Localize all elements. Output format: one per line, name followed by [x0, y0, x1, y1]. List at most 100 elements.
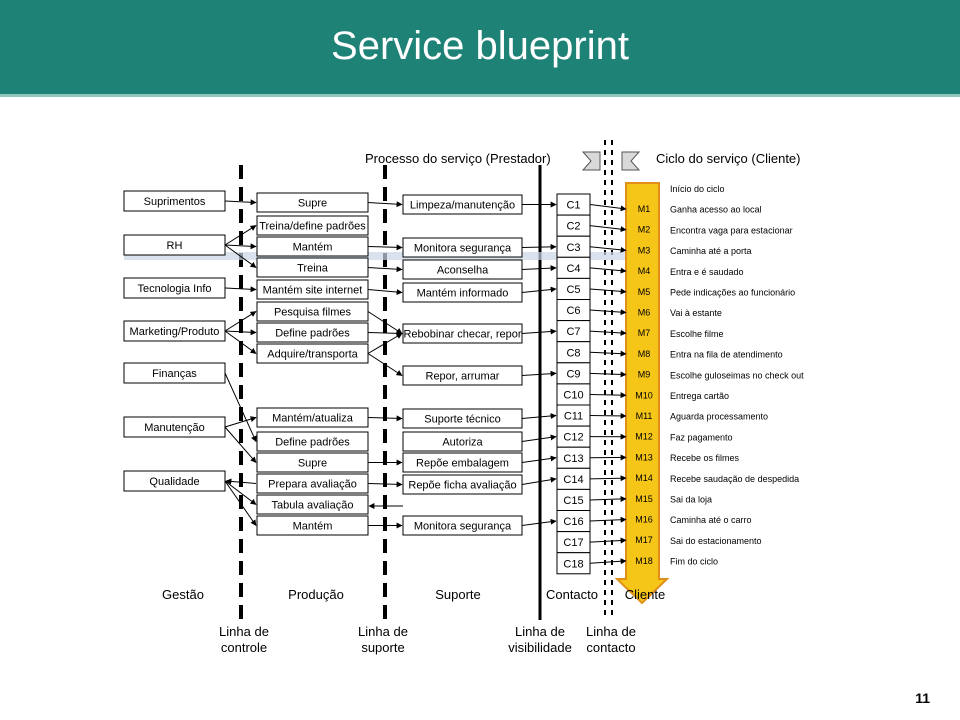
support-box-7-label: Suporte técnico [424, 414, 500, 426]
production-box-2-label: Treina/define padrões [259, 221, 366, 233]
connector-arrow-6 [224, 311, 257, 332]
connector-arrow-2 [224, 225, 257, 246]
connector-arrow-3 [224, 243, 257, 250]
contact-line-label-2: contacto [586, 640, 635, 655]
moment-11: M11 [636, 411, 653, 421]
connector-arrow-31 [521, 286, 557, 293]
support-box-9-label: Repõe embalagem [416, 458, 509, 470]
production-box-10: Define padrões [256, 431, 369, 452]
contact-box-10: C10 [556, 383, 591, 406]
cycle-step-9: Entra na fila de atendimento [670, 350, 783, 360]
contact-box-11: C11 [556, 404, 591, 427]
production-box-12-label: Prepara avaliação [268, 479, 357, 491]
connector-arrow-17 [367, 266, 403, 273]
cycle-step-18: Sai do estacionamento [670, 536, 762, 546]
connector-arrow-54 [589, 516, 627, 523]
support-box-10-label: Repõe ficha avaliação [408, 480, 516, 492]
moment-12: M12 [635, 432, 653, 442]
connector-arrow-53 [589, 495, 627, 502]
connector-arrow-32 [521, 328, 557, 335]
management-box-5: Finanças [123, 362, 226, 384]
contact-box-8: C8 [556, 341, 591, 364]
cycle-step-14: Recebe os filmes [670, 453, 740, 463]
connector-arrow-25 [367, 481, 403, 488]
connector-arrow-16 [367, 244, 403, 251]
moment-4: M4 [638, 266, 651, 276]
contact-box-1-label: C1 [566, 200, 580, 212]
connector-arrow-41 [589, 246, 627, 253]
cycle-step-8: Escolhe filme [670, 329, 724, 339]
production-box-2: Treina/define padrões [256, 215, 369, 236]
connector-arrow-22 [367, 353, 403, 376]
title-banner [0, 0, 960, 97]
contact-box-17: C17 [556, 531, 591, 554]
connector-arrow-56 [589, 558, 627, 565]
production-box-13: Tabula avaliação [256, 494, 369, 515]
contact-box-9-label: C9 [566, 368, 580, 380]
connector-arrow-1 [224, 199, 257, 206]
production-box-10-box [256, 431, 369, 452]
moment-10: M10 [635, 390, 653, 400]
support-box-4-label: Mantém informado [417, 288, 509, 300]
production-box-14-label: Mantém [293, 521, 333, 533]
support-box-11-label: Monitora segurança [414, 521, 512, 533]
contact-box-14-label: C14 [563, 474, 583, 486]
connector-arrow-19 [367, 311, 403, 334]
zone-contacto: Contacto [546, 587, 598, 602]
moment-17: M17 [635, 535, 653, 545]
production-box-12: Prepara avaliação [256, 473, 369, 494]
contact-line-label-1: Linha de [586, 624, 636, 639]
moment-7: M7 [638, 328, 651, 338]
moment-16: M16 [635, 515, 653, 525]
management-box-4-label: Marketing/Produto [130, 326, 220, 338]
management-box-2: RH [123, 234, 226, 256]
cycle-step-10: Escolhe guloseimas no check out [670, 370, 804, 380]
zone-gestao: Gestão [162, 587, 204, 602]
support-box-2: Monitora segurança [402, 237, 523, 258]
production-box-3-label: Mantém [293, 242, 333, 254]
connector-arrow-44 [589, 309, 627, 316]
connector-arrow-23 [367, 415, 403, 422]
visibility-line-label-1: Linha de [515, 624, 565, 639]
contact-box-3: C3 [556, 235, 591, 258]
support-box-1: Limpeza/manutenção [402, 194, 523, 215]
contact-box-18-box [556, 552, 591, 575]
contact-box-17-label: C17 [563, 537, 583, 549]
connector-arrow-55 [589, 537, 627, 544]
cycle-step-1: Início do ciclo [670, 184, 725, 194]
management-box-5-label: Finanças [152, 368, 197, 380]
contact-box-16-label: C16 [563, 516, 583, 528]
production-box-7: Define padrões [256, 322, 369, 343]
connector-arrow-8 [224, 330, 257, 354]
client-cycle-header: Ciclo do serviço (Cliente) [656, 151, 801, 166]
connector-arrow-38 [521, 518, 557, 526]
management-box-3-label: Tecnologia Info [138, 283, 212, 295]
production-box-1: Supre [256, 192, 369, 213]
cycle-step-3: Encontra vaga para estacionar [670, 225, 793, 235]
support-box-4: Mantém informado [402, 282, 523, 303]
connector-arrow-13 [224, 480, 257, 505]
contact-box-15-label: C15 [563, 495, 583, 507]
connector-arrow-39 [589, 204, 627, 212]
control-line-label-2: controle [221, 640, 267, 655]
support-box-11: Monitora segurança [402, 515, 523, 536]
rh-highlight-bar [124, 252, 640, 260]
moment-column: M1M2M3M4M5M6M7M8M9M10M11M12M13M14M15M16M… [635, 204, 653, 566]
contact-box-18: C18 [556, 552, 591, 575]
support-line-label-2: suporte [361, 640, 404, 655]
connector-arrow-46 [589, 350, 627, 357]
visibility-line-label-2: visibilidade [508, 640, 572, 655]
contact-box-3-label: C3 [566, 242, 580, 254]
connector-arrow-36 [521, 455, 557, 463]
cycle-step-6: Pede indicações ao funcionário [670, 288, 795, 298]
page-number: 11 [915, 690, 930, 706]
connector-arrow-37 [521, 476, 557, 485]
connector-arrow-11 [224, 426, 257, 463]
connector-arrow-30 [521, 265, 557, 272]
cycle-step-7: Vai à estante [670, 308, 722, 318]
production-box-4: Treina [256, 257, 369, 278]
contact-box-4: C4 [556, 256, 591, 279]
contact-box-1: C1 [556, 193, 591, 216]
